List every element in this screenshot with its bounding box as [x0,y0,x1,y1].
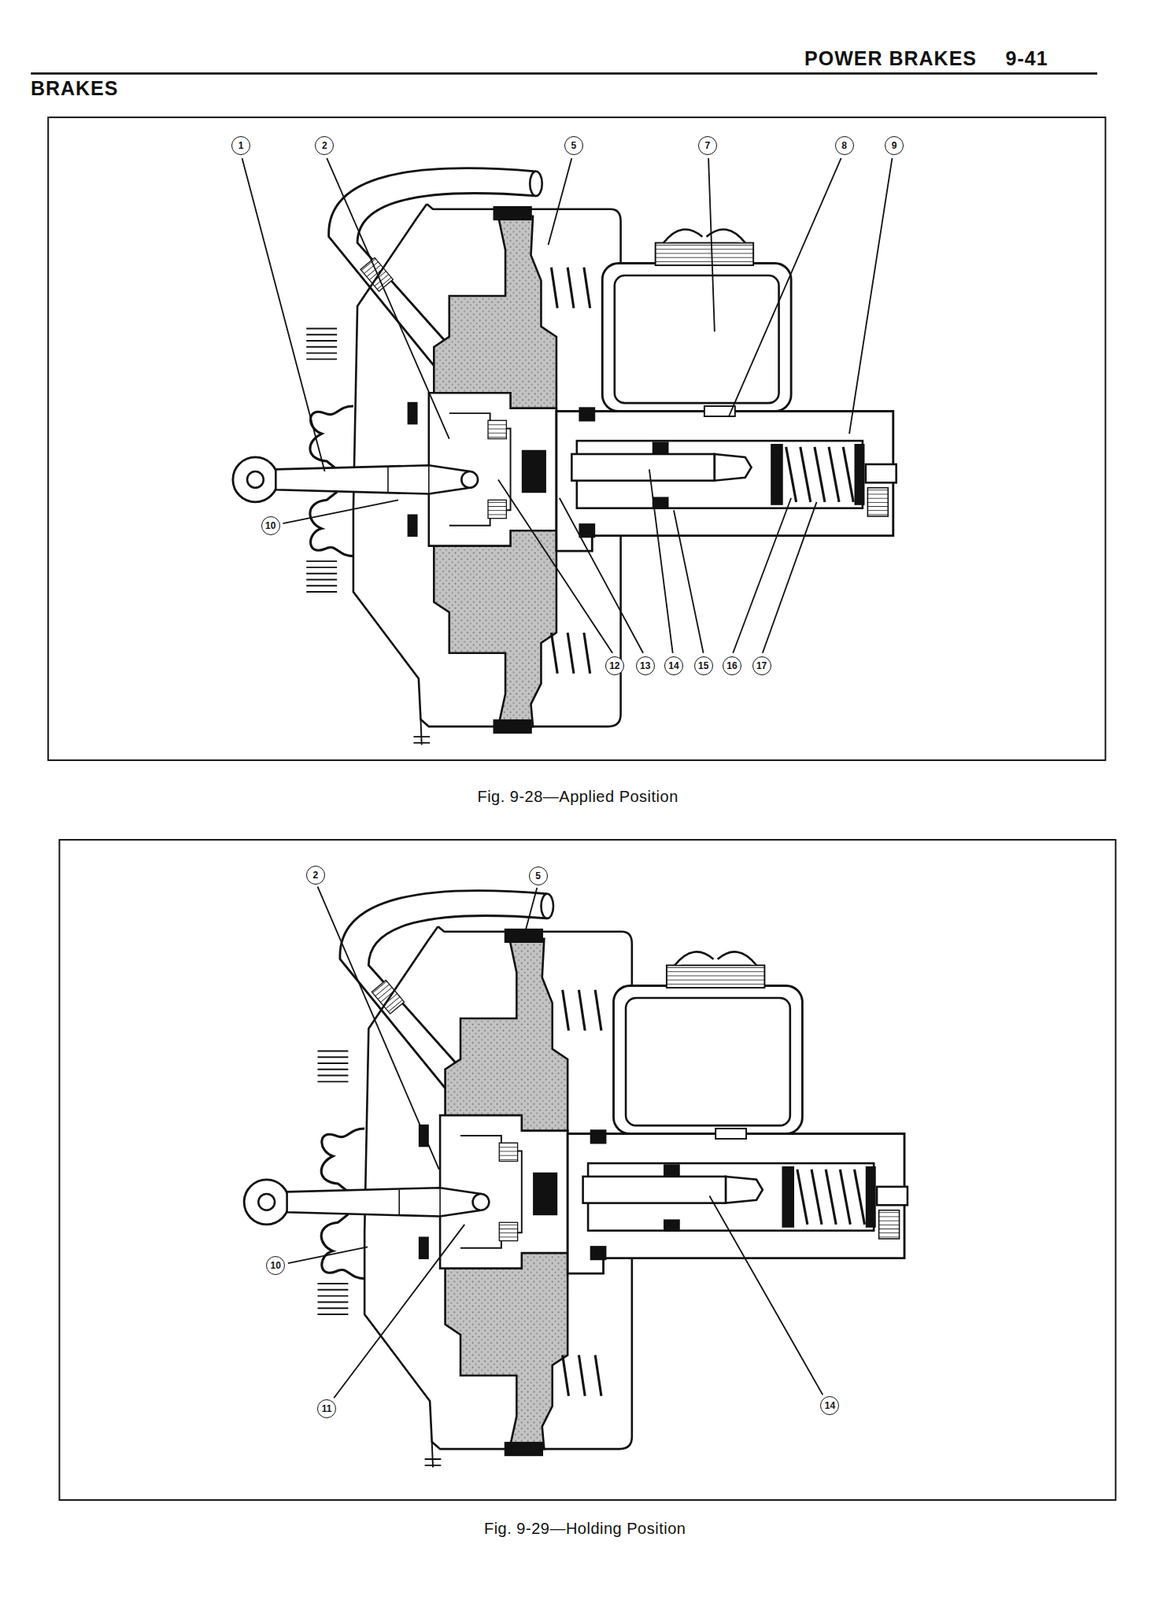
callout-number: 11 [317,1399,337,1419]
figure-caption: Fig. 9-29—Holding Position [484,1519,686,1538]
figure-caption: Fig. 9-28—Applied Position [476,787,678,806]
page-number: 9-41 [1005,46,1049,70]
callout-number: 2 [306,865,326,885]
callout-number: 8 [835,136,855,156]
section-title: BRAKES [30,76,119,100]
callout-number: 13 [635,656,655,676]
header-rule [30,72,1098,75]
figure-frame [48,117,1106,761]
figure-frame [59,839,1116,1501]
callout-number: 10 [266,1256,285,1276]
callout-number: 9 [884,136,904,156]
callout-number: 12 [605,656,625,676]
booster-drawing [232,168,897,746]
callout-number: 15 [694,656,714,676]
booster-drawing [244,891,908,1468]
callout-number: 14 [820,1396,840,1416]
callout-number: 1 [231,136,251,156]
callout-number: 2 [314,136,334,156]
leader-lines [288,887,823,1399]
callout-number: 16 [722,656,742,676]
section-title: POWER BRAKES [804,46,977,70]
leader-lines [242,158,893,654]
callout-number: 5 [528,866,548,886]
callout-number: 10 [261,516,281,536]
callout-number: 7 [698,136,718,156]
callout-number: 5 [564,136,584,156]
callout-number: 17 [752,656,772,676]
callout-number: 14 [664,656,684,676]
